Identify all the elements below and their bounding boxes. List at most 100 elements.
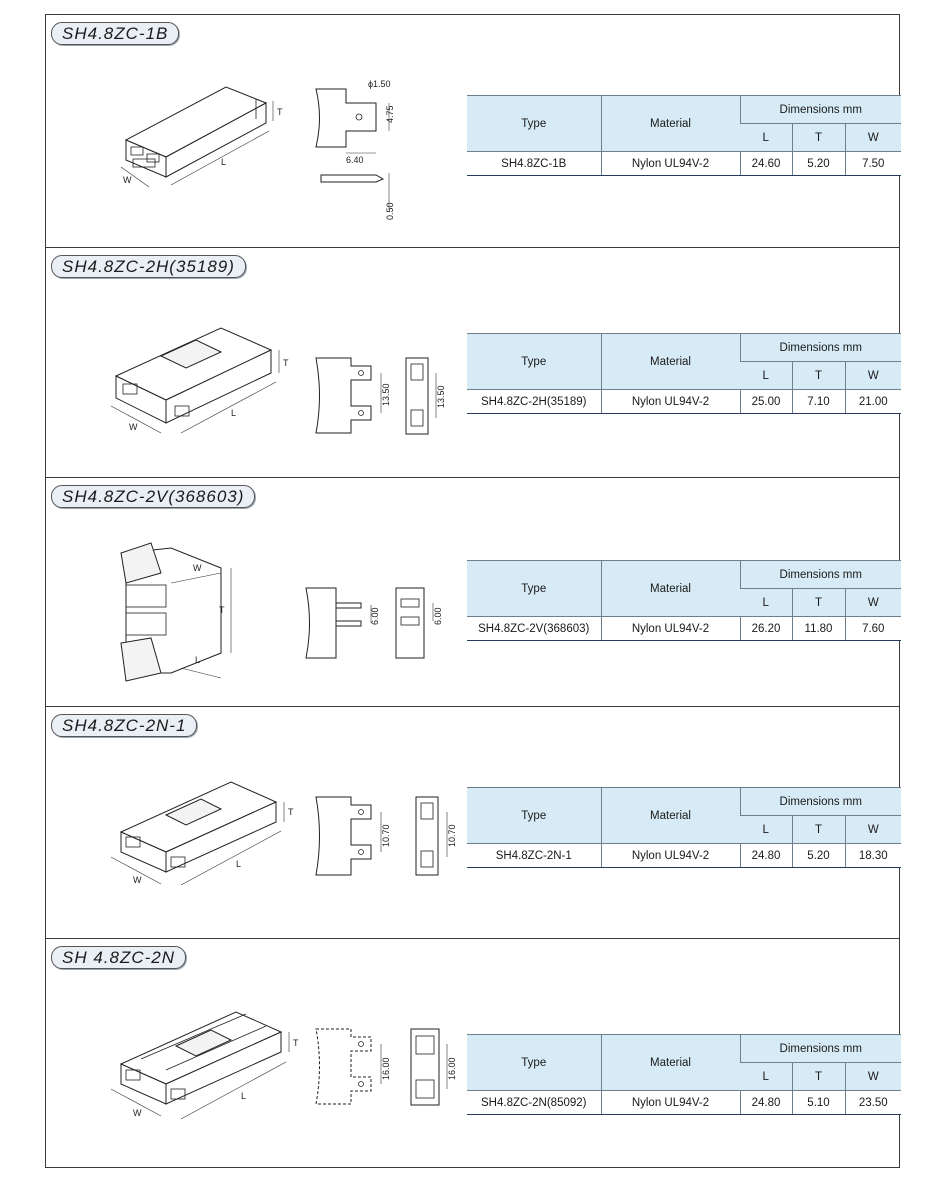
table-row: SH4.8ZC-2H(35189) Nylon UL94V-2 25.00 7.… <box>467 389 902 414</box>
cell-type: SH4.8ZC-2V(368603) <box>467 616 601 641</box>
header-dimensions: Dimensions mm <box>739 560 902 589</box>
spec-table: Type Material Dimensions mm L T W SH4.8Z… <box>467 333 902 414</box>
header-t: T <box>791 1062 845 1091</box>
table-row: SH4.8ZC-2N-1 Nylon UL94V-2 24.80 5.20 18… <box>467 843 902 868</box>
header-t: T <box>791 588 845 617</box>
dim-label-t: T <box>283 358 289 368</box>
dim-label-w: W <box>133 1108 142 1118</box>
product-drawing: W T L 6.00 6.00 <box>120 542 443 682</box>
section-title: SH4.8ZC-2V(368603) <box>51 485 256 508</box>
header-type: Type <box>467 1034 601 1091</box>
dim-label-w: W <box>193 563 202 573</box>
header-l: L <box>740 815 792 844</box>
header-dimensions: Dimensions mm <box>739 787 902 816</box>
cell-material: Nylon UL94V-2 <box>600 616 740 641</box>
header-w: W <box>844 815 902 844</box>
header-w: W <box>844 588 902 617</box>
cell-w: 7.50 <box>844 151 902 176</box>
header-material: Material <box>600 95 740 152</box>
table-row: SH4.8ZC-2N(85092) Nylon UL94V-2 24.80 5.… <box>467 1090 902 1115</box>
header-t: T <box>791 815 845 844</box>
header-w: W <box>844 361 902 390</box>
section-sh48zc-2n-1: SH4.8ZC-2N-1 W L T 10.70 10.70 <box>46 706 902 938</box>
header-dimensions: Dimensions mm <box>739 95 902 124</box>
dim-label-d2: 13.50 <box>436 385 446 408</box>
header-l: L <box>740 123 792 152</box>
dim-label-l: L <box>231 408 236 418</box>
spec-table: Type Material Dimensions mm L T W SH4.8Z… <box>467 1034 902 1115</box>
cell-material: Nylon UL94V-2 <box>600 389 740 414</box>
dim-label-d4: 0.50 <box>385 202 395 220</box>
header-material: Material <box>600 787 740 844</box>
cell-w: 21.00 <box>844 389 902 414</box>
cell-type: SH4.8ZC-2H(35189) <box>467 389 601 414</box>
dim-label-d1: ϕ1.50 <box>368 79 391 89</box>
cell-material: Nylon UL94V-2 <box>600 1090 740 1115</box>
header-t: T <box>791 361 845 390</box>
dim-label-d2: 4.75 <box>385 105 395 123</box>
dim-label-d3: 6.40 <box>346 155 364 165</box>
header-w: W <box>844 123 902 152</box>
dim-label-d2: 10.70 <box>447 824 457 847</box>
dim-label-w: W <box>133 875 142 885</box>
header-dimensions: Dimensions mm <box>739 333 902 362</box>
product-drawing: W L T ϕ1.50 4.75 6.40 0.50 <box>120 79 395 220</box>
header-material: Material <box>600 1034 740 1091</box>
dim-label-d2: 6.00 <box>433 607 443 625</box>
cell-l: 26.20 <box>739 616 792 641</box>
header-dimensions: Dimensions mm <box>739 1034 902 1063</box>
header-l: L <box>740 361 792 390</box>
spec-table: Type Material Dimensions mm L T W SH4.8Z… <box>467 787 902 868</box>
header-l: L <box>740 1062 792 1091</box>
section-title: SH4.8ZC-1B <box>51 22 180 45</box>
dim-label-t: T <box>293 1038 299 1048</box>
dim-label-l: L <box>195 655 200 665</box>
header-w: W <box>844 1062 902 1091</box>
dim-label-l: L <box>221 157 226 167</box>
table-row: SH4.8ZC-1B Nylon UL94V-2 24.60 5.20 7.50 <box>467 151 902 176</box>
section-title: SH 4.8ZC-2N <box>51 946 187 969</box>
dim-label-d1: 16.00 <box>381 1057 391 1080</box>
cell-type: SH4.8ZC-2N-1 <box>467 843 601 868</box>
header-type: Type <box>467 560 601 617</box>
cell-type: SH4.8ZC-1B <box>467 151 601 176</box>
header-t: T <box>791 123 845 152</box>
cell-t: 11.80 <box>791 616 845 641</box>
cell-t: 7.10 <box>791 389 845 414</box>
product-drawing: W L T 16.00 16.00 <box>110 1011 457 1120</box>
cell-l: 24.80 <box>739 1090 792 1115</box>
header-material: Material <box>600 333 740 390</box>
cell-material: Nylon UL94V-2 <box>600 843 740 868</box>
spec-table: Type Material Dimensions mm L T W SH4.8Z… <box>467 95 902 176</box>
cell-w: 7.60 <box>844 616 902 641</box>
cell-t: 5.20 <box>791 843 845 868</box>
header-type: Type <box>467 787 601 844</box>
header-material: Material <box>600 560 740 617</box>
section-sh48zc-1b: SH4.8ZC-1B W L T ϕ1.50 4.75 6.40 <box>46 15 902 247</box>
header-l: L <box>740 588 792 617</box>
cell-l: 25.00 <box>739 389 792 414</box>
cell-type: SH4.8ZC-2N(85092) <box>467 1090 601 1115</box>
dim-label-d1: 6.00 <box>370 607 380 625</box>
cell-l: 24.60 <box>739 151 792 176</box>
dim-label-t: T <box>219 605 225 615</box>
dim-label-t: T <box>277 107 283 117</box>
cell-material: Nylon UL94V-2 <box>600 151 740 176</box>
section-sh48zc-2n: SH 4.8ZC-2N W L T 16.00 16.00 <box>46 938 902 1167</box>
section-sh48zc-2h: SH4.8ZC-2H(35189) W L T 13.50 13.50 <box>46 247 902 477</box>
dim-label-d2: 16.00 <box>447 1057 457 1080</box>
header-type: Type <box>467 95 601 152</box>
spec-table: Type Material Dimensions mm L T W SH4.8Z… <box>467 560 902 641</box>
table-row: SH4.8ZC-2V(368603) Nylon UL94V-2 26.20 1… <box>467 616 902 641</box>
section-title: SH4.8ZC-2H(35189) <box>51 255 246 278</box>
section-sh48zc-2v: SH4.8ZC-2V(368603) W T L 6.00 6.00 <box>46 477 902 706</box>
cell-t: 5.20 <box>791 151 845 176</box>
cell-l: 24.80 <box>739 843 792 868</box>
section-title: SH4.8ZC-2N-1 <box>51 714 198 737</box>
dim-label-l: L <box>236 859 241 869</box>
dim-label-t: T <box>288 807 294 817</box>
dim-label-l: L <box>241 1091 246 1101</box>
dim-label-w: W <box>129 422 138 432</box>
dim-label-w: W <box>123 175 132 185</box>
product-drawing: W L T 10.70 10.70 <box>110 781 457 886</box>
